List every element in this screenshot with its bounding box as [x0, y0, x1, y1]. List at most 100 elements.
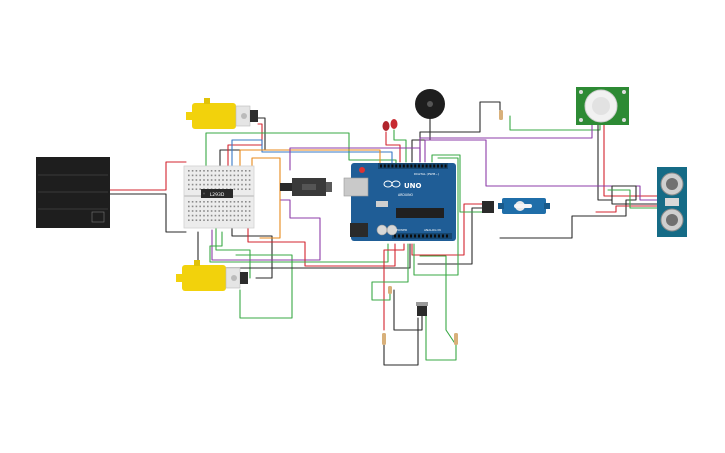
- breadboard-hole: [218, 179, 220, 181]
- breadboard-hole: [237, 214, 239, 217]
- breadboard-hole: [210, 205, 213, 208]
- breadboard-hole: [214, 205, 217, 208]
- breadboard-hole: [233, 179, 236, 181]
- breadboard-hole: [241, 205, 243, 208]
- motor-icon: [241, 113, 247, 119]
- breadboard-hole: [214, 174, 217, 177]
- header-pin: [446, 234, 448, 238]
- wire-orange-ctrl-2[interactable]: [251, 157, 281, 239]
- breadboard-hole: [226, 183, 228, 186]
- wire-resistor-top-b[interactable]: [419, 119, 481, 163]
- header-pin: [422, 234, 424, 238]
- breadboard-hole: [237, 170, 239, 172]
- header-pin: [421, 164, 424, 168]
- servo-motor[interactable]: [482, 198, 550, 214]
- breadboard-hole: [245, 170, 247, 172]
- breadboard-hole: [188, 210, 190, 212]
- breadboard-hole: [241, 183, 243, 186]
- usb-cable[interactable]: [280, 178, 332, 196]
- wire-buzzer[interactable]: [411, 117, 431, 163]
- mini-breadboard[interactable]: L293D: [183, 165, 255, 229]
- breadboard-hole: [214, 170, 217, 172]
- wire-resistor-top[interactable]: [479, 101, 501, 121]
- breadboard-hole: [207, 183, 209, 186]
- dc-motor-bottom[interactable]: [176, 260, 248, 291]
- breadboard-icon: [188, 170, 251, 221]
- breadboard-hole: [248, 174, 251, 177]
- wire-sonar-red[interactable]: [595, 205, 659, 213]
- header-pin: [402, 164, 405, 168]
- breadboard-hole: [210, 214, 213, 217]
- wire-green-ctrl-1[interactable]: [205, 132, 397, 171]
- driver-chip-label: L293D: [210, 192, 225, 198]
- breadboard-hole: [199, 201, 201, 203]
- wire-purple-long[interactable]: [289, 147, 421, 171]
- wire-purple-ctrl[interactable]: [211, 199, 321, 261]
- wire-reg-black[interactable]: [383, 317, 419, 366]
- wire-led-1[interactable]: [385, 131, 401, 163]
- pir-sensor[interactable]: [576, 87, 629, 125]
- header-pin: [406, 234, 408, 238]
- wire-sonar-purple[interactable]: [424, 139, 659, 201]
- voltage-regulator[interactable]: [416, 302, 428, 316]
- breadboard-hole: [229, 210, 232, 212]
- wire-sonar-black[interactable]: [499, 185, 659, 239]
- piezo-buzzer[interactable]: [415, 89, 445, 119]
- wire-red-ctrl[interactable]: [247, 224, 396, 267]
- wire-servo-black[interactable]: [417, 207, 485, 265]
- resistors[interactable]: [382, 110, 503, 345]
- wire-pir-black[interactable]: [597, 123, 613, 201]
- wire-servo-red[interactable]: [411, 203, 485, 256]
- breadboard-hole: [222, 214, 224, 217]
- wire-reg-green[interactable]: [371, 243, 409, 301]
- motor-driver[interactable]: L293D: [201, 189, 233, 198]
- breadboard-hole: [237, 210, 239, 212]
- header-pin: [425, 164, 428, 168]
- breadboard-hole: [195, 188, 198, 190]
- resistor-icon: [382, 110, 503, 345]
- breadboard-hole: [199, 219, 201, 221]
- wire-led-2[interactable]: [393, 129, 407, 163]
- breadboard-hole: [233, 170, 236, 172]
- breadboard-hole: [188, 205, 190, 208]
- battery-pack[interactable]: [36, 157, 110, 228]
- dc-motor-top[interactable]: [186, 98, 258, 129]
- breadboard-hole: [195, 219, 198, 221]
- breadboard-hole: [233, 201, 236, 203]
- breadboard-hole: [218, 210, 220, 212]
- wire-sonar-green[interactable]: [607, 189, 659, 209]
- ultrasonic-sensor[interactable]: [657, 167, 687, 237]
- red-leds[interactable]: [382, 119, 398, 131]
- wire-battery-black[interactable]: [109, 193, 187, 233]
- wire-servo-green[interactable]: [431, 154, 485, 213]
- breadboard-hole: [229, 170, 232, 172]
- breadboard-hole: [229, 179, 232, 181]
- header-pin: [380, 164, 382, 168]
- breadboard-hole: [214, 201, 217, 203]
- wire-motor-bottom-black[interactable]: [231, 225, 273, 279]
- wire-green-ctrl-2[interactable]: [209, 231, 389, 263]
- wire-pir-green[interactable]: [509, 115, 601, 131]
- arduino-uno[interactable]: UNO ARDUINO DIGITAL (PWM~) POWER ANALOG …: [343, 163, 456, 241]
- breadboard-hole: [191, 205, 194, 208]
- breadboard-hole: [245, 205, 247, 208]
- wire-battery-red[interactable]: [109, 161, 187, 191]
- wire-reg-green3[interactable]: [413, 157, 459, 276]
- breadboard-hole: [233, 219, 236, 221]
- breadboard-hole: [248, 214, 251, 217]
- breadboard-hole: [199, 174, 201, 177]
- wire-blue-ctrl[interactable]: [231, 139, 393, 171]
- breadboard-hole: [222, 174, 224, 177]
- wire-motor-bottom-green[interactable]: [215, 227, 251, 279]
- breadboard-hole: [226, 214, 228, 217]
- wire-reg-red[interactable]: [383, 243, 405, 331]
- wire-pir-red[interactable]: [603, 123, 659, 197]
- header-pin: [394, 234, 396, 238]
- wire-black-gnd[interactable]: [197, 231, 411, 269]
- wire-motor-bottom-green2[interactable]: [235, 254, 293, 319]
- header-pin: [434, 234, 436, 238]
- breadboard-hole: [214, 179, 217, 181]
- wire-reg-black2[interactable]: [393, 289, 423, 331]
- header-pin: [383, 164, 386, 168]
